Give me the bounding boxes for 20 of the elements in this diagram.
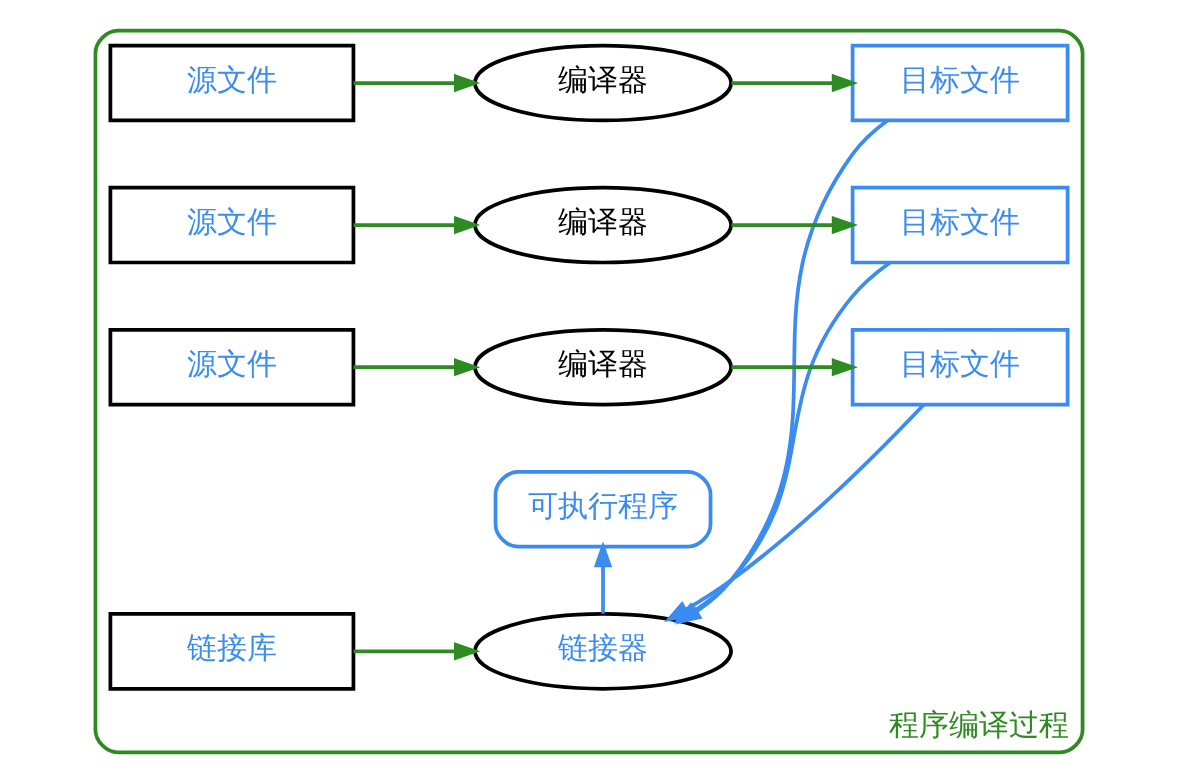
node-box: 源文件: [108, 43, 355, 123]
node-box: 目标文件: [850, 185, 1069, 265]
node-ellipse: 链接器: [472, 612, 733, 691]
node-box: 链接库: [108, 612, 355, 691]
node-ellipse: 编译器: [472, 43, 733, 123]
node-box: 源文件: [108, 185, 355, 265]
arrow: [593, 541, 612, 614]
node-box: 目标文件: [850, 327, 1069, 407]
arrow: [353, 358, 480, 377]
arrow: [730, 215, 858, 235]
arrow: [730, 73, 858, 93]
node-box: 源文件: [108, 327, 355, 407]
node-ellipse: 编译器: [472, 327, 733, 407]
arrow: [353, 642, 480, 661]
arrow: [730, 358, 858, 377]
arrow: [353, 73, 480, 93]
node-box: 目标文件: [850, 43, 1069, 123]
node-ellipse: 编译器: [472, 185, 733, 265]
node-box: 可执行程序: [493, 470, 712, 549]
arrow: [353, 215, 480, 235]
